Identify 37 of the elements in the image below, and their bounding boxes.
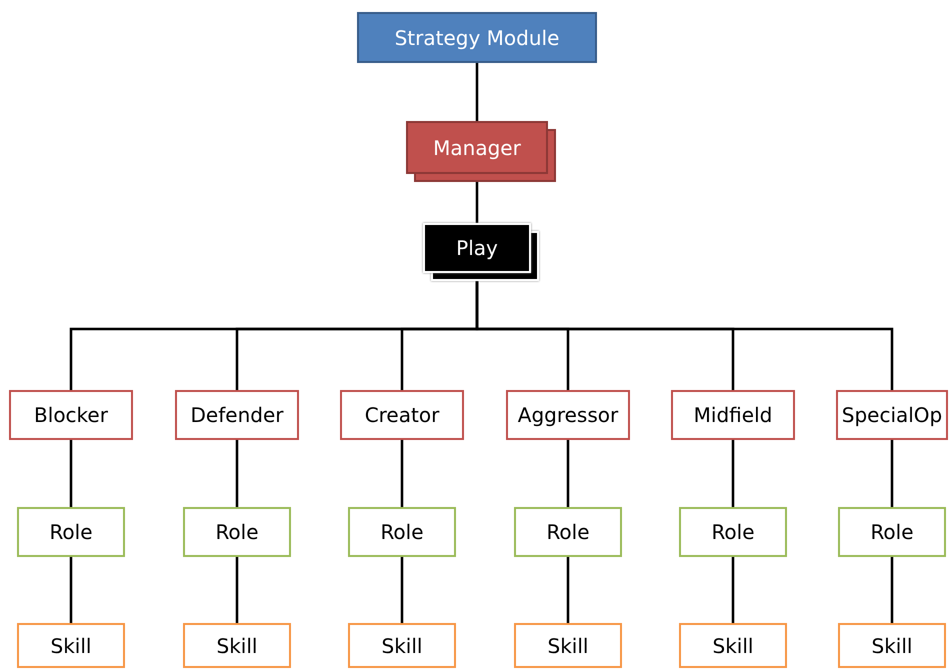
box-label: Play [456,236,498,260]
connector-line [476,182,478,223]
process-box: Role [838,507,946,557]
process-box: Skill [17,623,125,668]
connector-line [236,440,238,507]
connector-line [476,63,478,121]
connector-line [70,557,72,623]
box-label: Manager [433,136,521,160]
connector-line [400,440,404,507]
process-box: Role [183,507,291,557]
process-box: Role [348,507,456,557]
process-box: Midfield [671,390,795,440]
process-box: Skill [183,623,291,668]
stacked-box [423,223,539,281]
connector-line [566,557,570,623]
stacked-box [406,121,556,182]
process-box: Role [514,507,622,557]
connector-line [732,557,734,623]
process-box: Aggressor [506,390,630,440]
process-box: Role [17,507,125,557]
connector-line [70,440,72,507]
connector-line [400,557,404,623]
process-box: Creator [340,390,464,440]
process-box: Strategy Module [357,12,597,63]
connector-line [890,440,894,507]
process-box: Role [679,507,787,557]
process-box: Skill [679,623,787,668]
process-box: Skill [838,623,946,668]
process-box: Skill [348,623,456,668]
connector-line [890,557,894,623]
connector-line [566,440,570,507]
connector-line [732,440,734,507]
connector-line [236,557,238,623]
process-box: Skill [514,623,622,668]
process-box: SpecialOp [836,390,948,440]
process-box: Defender [175,390,299,440]
process-box: Blocker [9,390,133,440]
